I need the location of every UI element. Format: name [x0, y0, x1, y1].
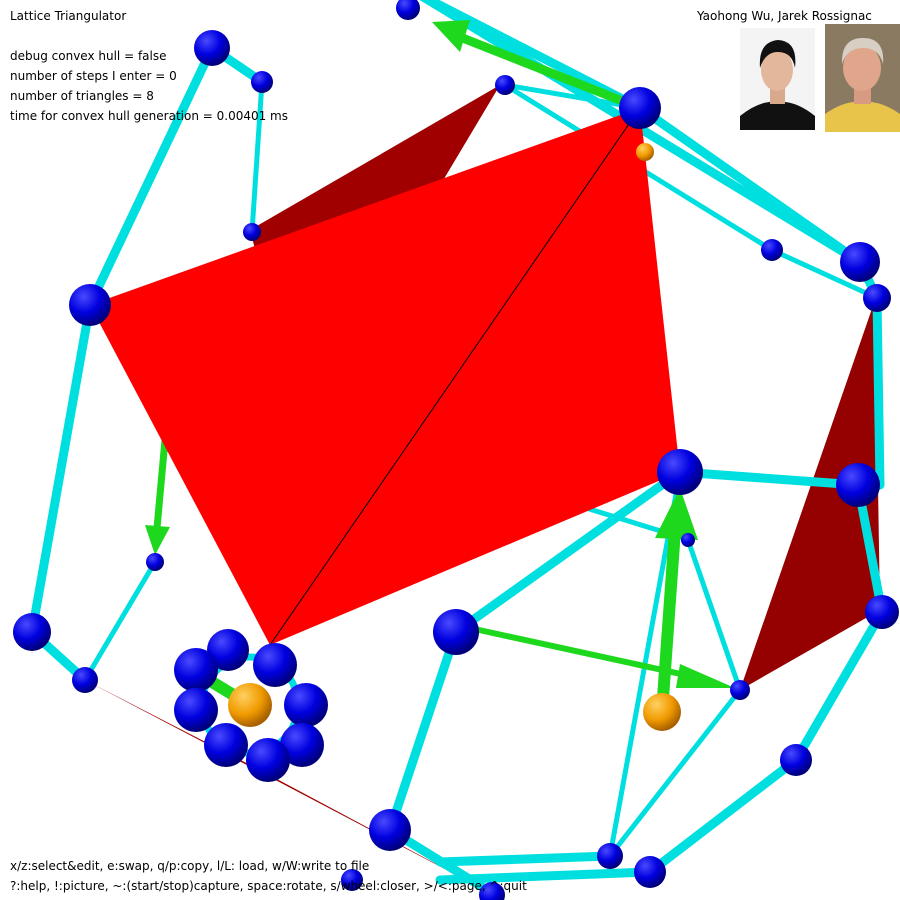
triangle-face [90, 108, 640, 645]
vertex [761, 239, 783, 261]
site-point [636, 143, 654, 161]
vertex [280, 723, 324, 767]
triangle-face [270, 108, 680, 645]
vertex [396, 0, 420, 20]
vertex [619, 87, 661, 129]
vertex [657, 449, 703, 495]
vertex [69, 284, 111, 326]
vertex [597, 843, 623, 869]
vertex [174, 648, 218, 692]
site-point [228, 683, 272, 727]
vertex [865, 595, 899, 629]
vertex [495, 75, 515, 95]
vertex [204, 723, 248, 767]
stat-debug-hull: debug convex hull = false [10, 49, 167, 63]
vertex [369, 809, 411, 851]
vertex [72, 667, 98, 693]
vertex [243, 223, 261, 241]
arrow-head [432, 20, 470, 52]
site-point [643, 693, 681, 731]
photo-yaohong-wu [740, 28, 815, 130]
arrow-head [676, 664, 735, 688]
vertex [634, 856, 666, 888]
vertex [146, 553, 164, 571]
site-points[interactable] [228, 143, 681, 731]
arrow-head [145, 525, 170, 555]
vertex [194, 30, 230, 66]
vector-arrows [145, 20, 735, 713]
authors-label: Yaohong Wu, Jarek Rossignac [697, 9, 872, 23]
vertex [840, 242, 880, 282]
lattice-vertices[interactable] [13, 0, 899, 900]
vertex [246, 738, 290, 782]
vertex [174, 688, 218, 732]
vertex [479, 882, 505, 900]
help-line-2: ?:help, !:picture, ~:(start/stop)capture… [10, 879, 527, 893]
stat-triangles: number of triangles = 8 [10, 89, 154, 103]
front-faces [90, 107, 680, 646]
stat-hull-time: time for convex hull generation = 0.0040… [10, 109, 288, 123]
arrow-head [655, 488, 698, 540]
help-line-1: x/z:select&edit, e:swap, q/p:copy, l/L: … [10, 859, 370, 873]
vertex [284, 683, 328, 727]
vertex [207, 629, 249, 671]
vertex [13, 613, 51, 651]
vertex [863, 284, 891, 312]
vertex [780, 744, 812, 776]
vertex [836, 463, 880, 507]
photo-jarek-rossignac [825, 24, 900, 132]
stats-panel: debug convex hull = false number of step… [10, 46, 288, 126]
vertex [341, 869, 363, 891]
vertex [433, 609, 479, 655]
vertex [251, 71, 273, 93]
vertex [253, 643, 297, 687]
front-edges [635, 103, 865, 267]
vertex [730, 680, 750, 700]
stat-steps: number of steps I enter = 0 [10, 69, 177, 83]
app-title: Lattice Triangulator [10, 9, 127, 23]
vertex [681, 533, 695, 547]
triangle-face [740, 300, 880, 690]
